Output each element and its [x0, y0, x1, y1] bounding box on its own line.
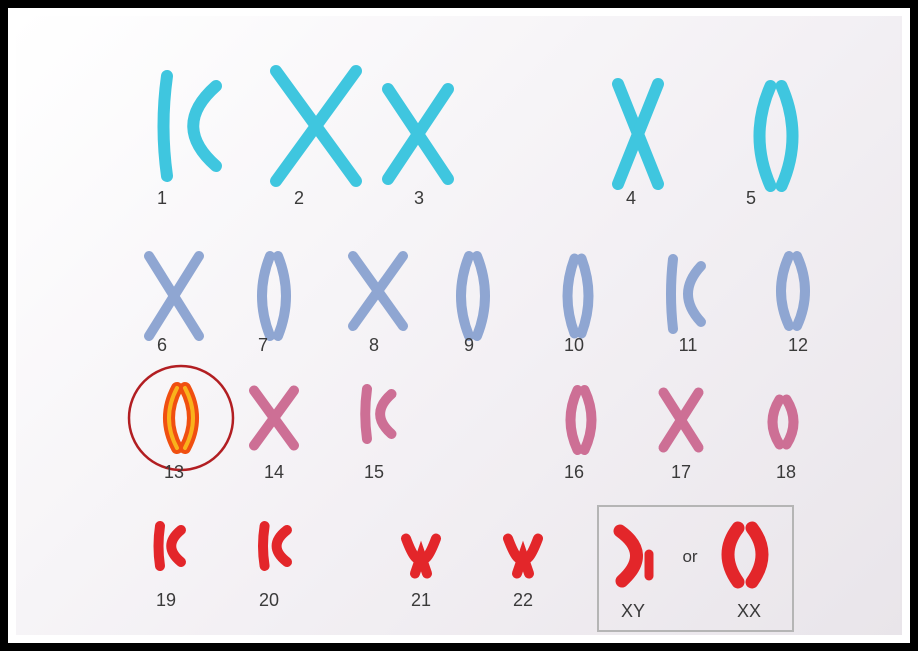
chromosome-12: [781, 256, 805, 326]
chromosome-20: [263, 526, 287, 566]
chromosome-label-16: 16: [564, 462, 584, 482]
chromosome-16: [571, 390, 592, 450]
chromosome-3: [388, 89, 448, 179]
chromosome-2: [276, 71, 356, 181]
chromosome-4: [618, 84, 658, 184]
chromosome-label-1: 1: [157, 188, 167, 208]
chromosome-label-17: 17: [671, 462, 691, 482]
chromosome-label-10: 10: [564, 335, 584, 355]
chromosome-label-7: 7: [258, 335, 268, 355]
chromosome-13: [129, 366, 233, 470]
chromosome-label-3: 3: [414, 188, 424, 208]
chromosome-label-13: 13: [164, 462, 184, 482]
chromosome-label-15: 15: [364, 462, 384, 482]
chromosome-6: [149, 256, 199, 336]
chromosome-1: [164, 76, 217, 176]
chromosome-label-14: 14: [264, 462, 284, 482]
chromosome-label-9: 9: [464, 335, 474, 355]
chromosome-21: [406, 539, 436, 574]
chromosome-label-21: 21: [411, 590, 431, 610]
chromosome-10: [568, 259, 589, 334]
chromosome-22: [508, 539, 538, 574]
chromosome-11: [671, 259, 701, 329]
xy-label: XY: [621, 601, 645, 621]
chromosome-label-20: 20: [259, 590, 279, 610]
chromosome-label-2: 2: [294, 188, 304, 208]
chromosome-8: [353, 256, 403, 326]
chromosome-14: [254, 391, 294, 446]
chromosome-label-18: 18: [776, 462, 796, 482]
chromosome-7: [262, 256, 286, 336]
chromosome-label-19: 19: [156, 590, 176, 610]
chromosome-17: [664, 393, 699, 448]
chromosome-19: [159, 526, 182, 566]
sex-separator-text: or: [682, 547, 697, 566]
xx-label: XX: [737, 601, 761, 621]
highlight-circle: [129, 366, 233, 470]
chromosome-xy: [620, 531, 649, 581]
chromosome-18: [773, 400, 794, 445]
chromosome-label-11: 11: [679, 335, 698, 355]
chromosome-label-8: 8: [369, 335, 379, 355]
chromosome-label-4: 4: [626, 188, 636, 208]
chromosome-label-22: 22: [513, 590, 533, 610]
chromosome-label-12: 12: [788, 335, 808, 355]
chromosome-xx: [728, 528, 762, 582]
chromosome-15: [365, 389, 391, 439]
chromosome-label-6: 6: [157, 335, 167, 355]
chromosome-label-5: 5: [746, 188, 756, 208]
chromosome-5: [760, 86, 793, 186]
chromosome-9: [461, 256, 485, 336]
